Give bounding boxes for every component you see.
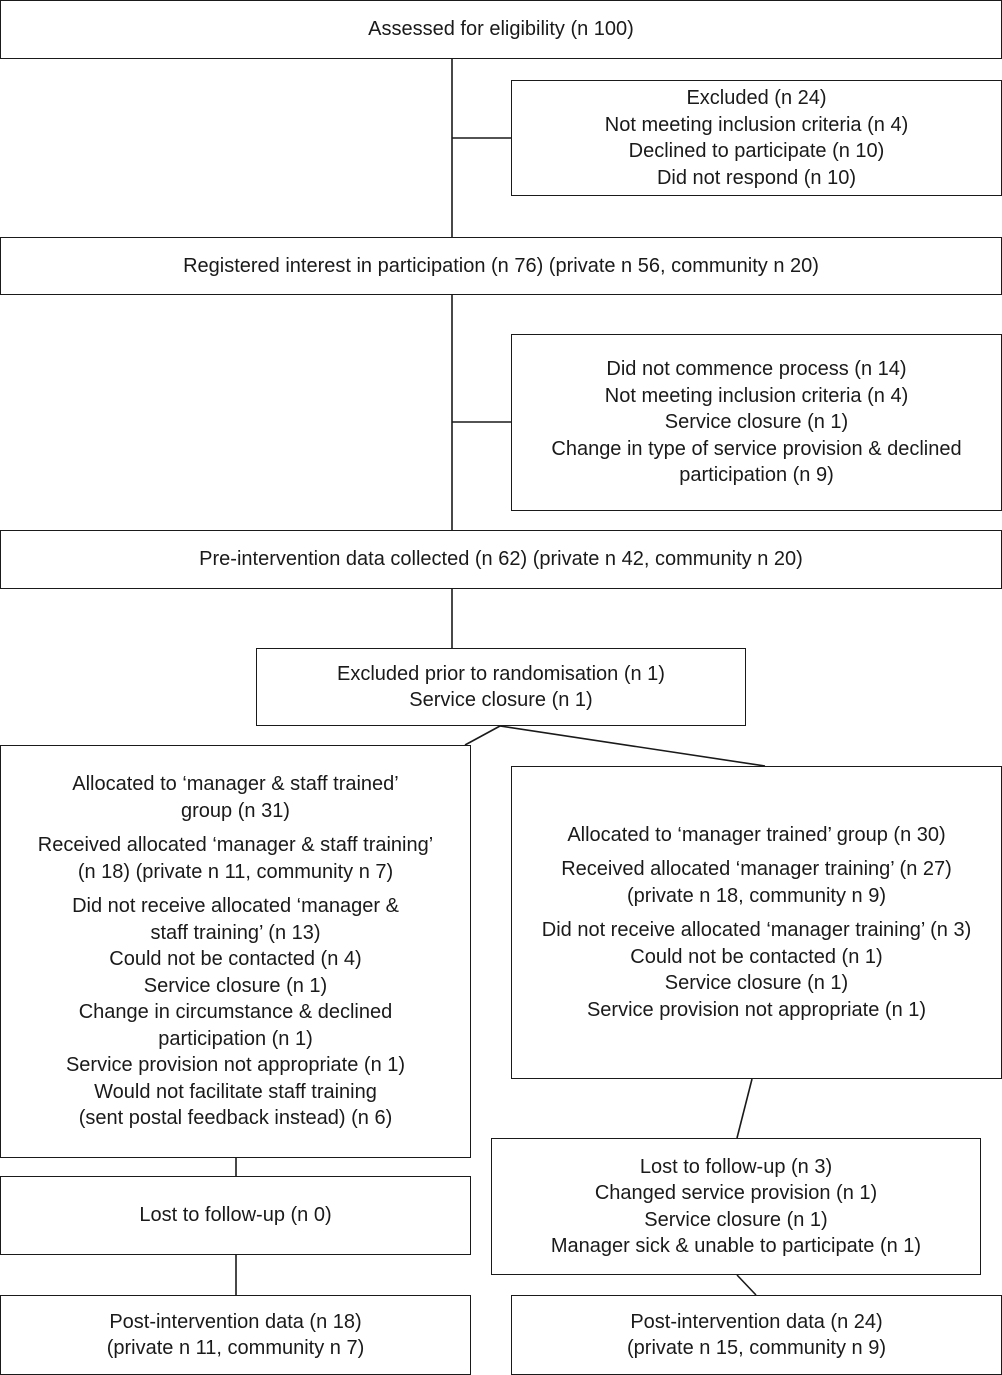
box-line: Not meeting inclusion criteria (n 4) (604, 113, 909, 136)
connector-right-to-lost (736, 1078, 753, 1139)
box-line: Lost to follow-up (n 3) (639, 1155, 833, 1178)
box-line: (sent postal feedback instead) (n 6) (78, 1107, 393, 1130)
box-line: Service closure (n 1) (409, 689, 593, 711)
box-line: Would not facilitate staff training (94, 1080, 377, 1103)
box-line: Lost to follow-up (n 0) (139, 1204, 332, 1227)
box-line: staff training’ (n 13) (150, 921, 321, 944)
lost-to-follow-up-right-box: Lost to follow-up (n 3) Changed service … (491, 1138, 981, 1275)
box-line: Service closure (n 1) (143, 974, 328, 997)
manager-trained-box: Allocated to ‘manager trained’ group (n … (511, 766, 1002, 1079)
box-line: Declined to participate (n 10) (628, 140, 885, 162)
box-line: Service closure (n 1) (664, 972, 849, 995)
box-line: (private n 15, community n 9) (627, 1337, 886, 1359)
box-line: Could not be contacted (n 1) (630, 945, 883, 968)
box-line: Did not respond (n 10) (656, 166, 856, 189)
box-line: participation (n 9) (679, 464, 834, 487)
did-not-commence-box: Did not commence process (n 14) Not meet… (511, 334, 1002, 511)
box-line: Post-intervention data (n 24) (630, 1310, 883, 1333)
box-line: Service provision not appropriate (n 1) (65, 1054, 406, 1077)
box-line: Not meeting inclusion criteria (n 4) (604, 384, 909, 407)
excluded-prior-randomisation-box: Excluded prior to randomisation (n 1) Se… (256, 648, 746, 726)
post-intervention-right-box: Post-intervention data (n 24) (private n… (511, 1295, 1002, 1375)
excluded-box: Excluded (n 24) Not meeting inclusion cr… (511, 80, 1002, 196)
box-line: Registered interest in participation (n … (183, 254, 819, 277)
box-line: (private n 18, community n 9) (627, 884, 886, 907)
box-line: participation (n 1) (158, 1027, 313, 1050)
post-intervention-left-box: Post-intervention data (n 18) (private n… (0, 1295, 471, 1375)
box-line: Allocated to ‘manager & staff trained’ (72, 773, 399, 796)
box-line: Service closure (n 1) (664, 411, 849, 434)
box-line: Allocated to ‘manager trained’ group (n … (567, 823, 946, 846)
box-line: Excluded prior to randomisation (n 1) (337, 662, 665, 685)
box-line: Pre-intervention data collected (n 62) (… (199, 548, 803, 571)
box-line: (n 18) (private n 11, community n 7) (77, 860, 394, 883)
box-line: (private n 11, community n 7) (106, 1337, 365, 1359)
box-line: Received allocated ‘manager & staff trai… (37, 834, 434, 857)
box-line: Change in type of service provision & de… (551, 437, 962, 460)
box-line: Assessed for eligibility (n 100) (368, 18, 634, 41)
box-line: Did not commence process (n 14) (606, 358, 907, 381)
box-line: Changed service provision (n 1) (594, 1182, 878, 1204)
box-line: Received allocated ‘manager training’ (n… (561, 858, 952, 881)
box-line: Change in circumstance & declined (78, 1001, 393, 1024)
lost-to-follow-up-left-box: Lost to follow-up (n 0) (0, 1176, 471, 1255)
connector-split-right (499, 725, 766, 767)
box-line: group (n 31) (181, 799, 290, 822)
assessed-for-eligibility-box: Assessed for eligibility (n 100) (0, 0, 1002, 59)
registered-interest-box: Registered interest in participation (n … (0, 237, 1002, 295)
manager-staff-trained-box: Allocated to ‘manager & staff trained’ g… (0, 745, 471, 1158)
box-line: Could not be contacted (n 4) (109, 948, 362, 971)
box-line: Service closure (n 1) (644, 1208, 828, 1231)
box-line: Post-intervention data (n 18) (109, 1310, 362, 1333)
pre-intervention-box: Pre-intervention data collected (n 62) (… (0, 530, 1002, 589)
box-line: Service provision not appropriate (n 1) (586, 998, 927, 1021)
box-line: Did not receive allocated ‘manager & (72, 895, 399, 918)
box-line: Manager sick & unable to participate (n … (550, 1235, 922, 1257)
connector-split-left (464, 725, 501, 746)
box-line: Did not receive allocated ‘manager train… (541, 919, 972, 942)
connector-right-lost-to-post (736, 1274, 757, 1296)
box-line: Excluded (n 24) (686, 87, 827, 109)
